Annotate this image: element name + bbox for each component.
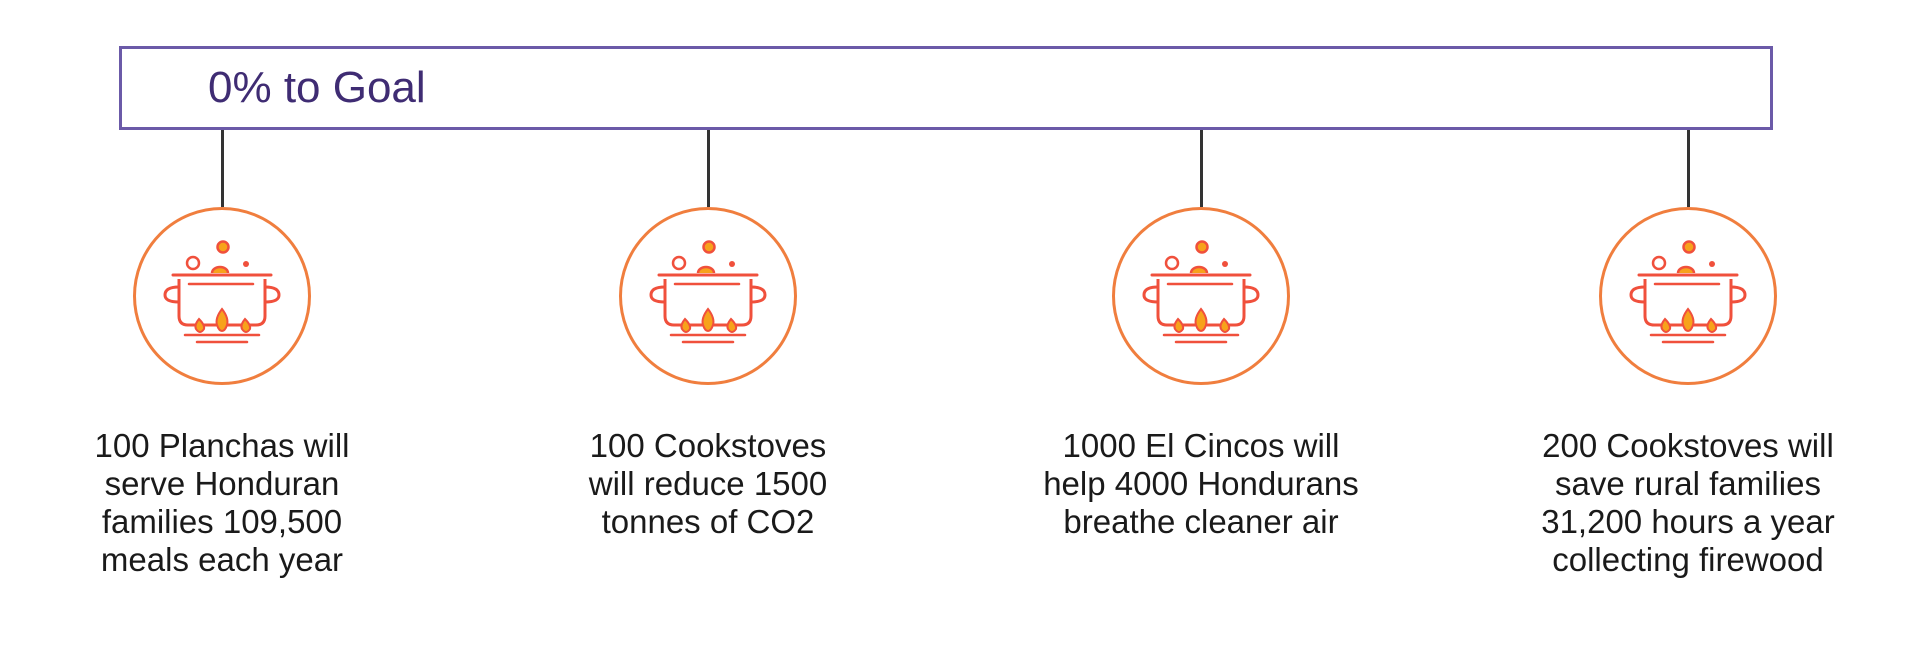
milestone-connector (220, 130, 224, 207)
milestone-text: 200 Cookstoves will save rural families … (1541, 427, 1835, 578)
goal-progress-bar: 0% to Goal (119, 46, 1773, 130)
cooking-pot-icon (649, 240, 767, 344)
milestone-text: 1000 El Cincos will help 4000 Hondurans … (1043, 427, 1359, 540)
milestone-icon-circle (133, 207, 311, 385)
milestone-text: 100 Planchas will serve Honduran familie… (94, 427, 350, 578)
cooking-pot-icon (163, 240, 281, 344)
milestone-connector (706, 130, 710, 207)
milestone-icon-circle (1599, 207, 1777, 385)
cooking-pot-icon (1629, 240, 1747, 344)
milestone-icon-circle (1112, 207, 1290, 385)
milestone-cookstoves-firewood: 200 Cookstoves will save rural families … (1508, 130, 1868, 579)
milestone-planchas: 100 Planchas will serve Honduran familie… (42, 130, 402, 579)
milestone-text: 100 Cookstoves will reduce 1500 tonnes o… (588, 427, 828, 540)
milestone-cookstoves-co2: 100 Cookstoves will reduce 1500 tonnes o… (528, 130, 888, 541)
milestone-connector (1686, 130, 1690, 207)
milestone-connector (1199, 130, 1203, 207)
milestone-icon-circle (619, 207, 797, 385)
cooking-pot-icon (1142, 240, 1260, 344)
milestone-el-cincos: 1000 El Cincos will help 4000 Hondurans … (1021, 130, 1381, 541)
goal-progress-label: 0% to Goal (208, 63, 426, 112)
